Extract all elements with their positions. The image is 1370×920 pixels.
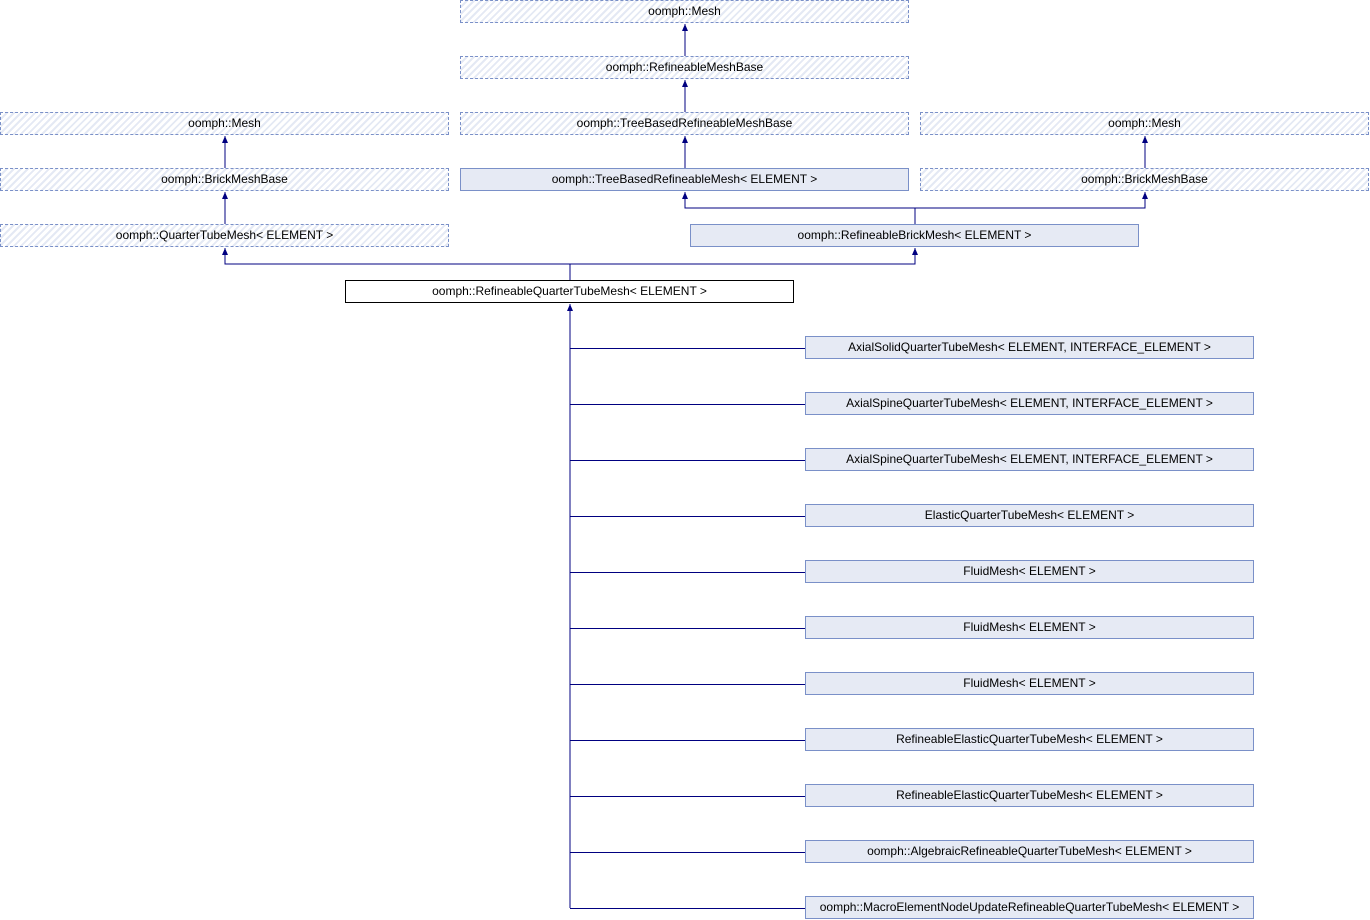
class-node-child[interactable]: ElasticQuarterTubeMesh< ELEMENT > xyxy=(805,504,1254,527)
class-node-child[interactable]: oomph::MacroElementNodeUpdateRefineableQ… xyxy=(805,896,1254,919)
class-node-child[interactable]: RefineableElasticQuarterTubeMesh< ELEMEN… xyxy=(805,728,1254,751)
class-node-brick-mesh-base-left[interactable]: oomph::BrickMeshBase xyxy=(0,168,449,191)
class-node-mesh[interactable]: oomph::Mesh xyxy=(460,0,909,23)
class-node-refineable-mesh-base[interactable]: oomph::RefineableMeshBase xyxy=(460,56,909,79)
class-node-child[interactable]: FluidMesh< ELEMENT > xyxy=(805,616,1254,639)
class-node-child[interactable]: RefineableElasticQuarterTubeMesh< ELEMEN… xyxy=(805,784,1254,807)
class-node-current: oomph::RefineableQuarterTubeMesh< ELEMEN… xyxy=(345,280,794,303)
class-node-child[interactable]: FluidMesh< ELEMENT > xyxy=(805,672,1254,695)
class-node-child[interactable]: FluidMesh< ELEMENT > xyxy=(805,560,1254,583)
class-node-child[interactable]: AxialSpineQuarterTubeMesh< ELEMENT, INTE… xyxy=(805,392,1254,415)
class-node-child[interactable]: AxialSpineQuarterTubeMesh< ELEMENT, INTE… xyxy=(805,448,1254,471)
class-node-child[interactable]: AxialSolidQuarterTubeMesh< ELEMENT, INTE… xyxy=(805,336,1254,359)
class-node-brick-mesh-base-right[interactable]: oomph::BrickMeshBase xyxy=(920,168,1369,191)
class-node-mesh-right[interactable]: oomph::Mesh xyxy=(920,112,1369,135)
class-node-quarter-tube-mesh[interactable]: oomph::QuarterTubeMesh< ELEMENT > xyxy=(0,224,449,247)
class-node-tree-based-refineable-mesh-base[interactable]: oomph::TreeBasedRefineableMeshBase xyxy=(460,112,909,135)
class-node-child[interactable]: oomph::AlgebraicRefineableQuarterTubeMes… xyxy=(805,840,1254,863)
class-node-refineable-brick-mesh[interactable]: oomph::RefineableBrickMesh< ELEMENT > xyxy=(690,224,1139,247)
class-node-tree-based-refineable-mesh[interactable]: oomph::TreeBasedRefineableMesh< ELEMENT … xyxy=(460,168,909,191)
class-node-mesh-left[interactable]: oomph::Mesh xyxy=(0,112,449,135)
